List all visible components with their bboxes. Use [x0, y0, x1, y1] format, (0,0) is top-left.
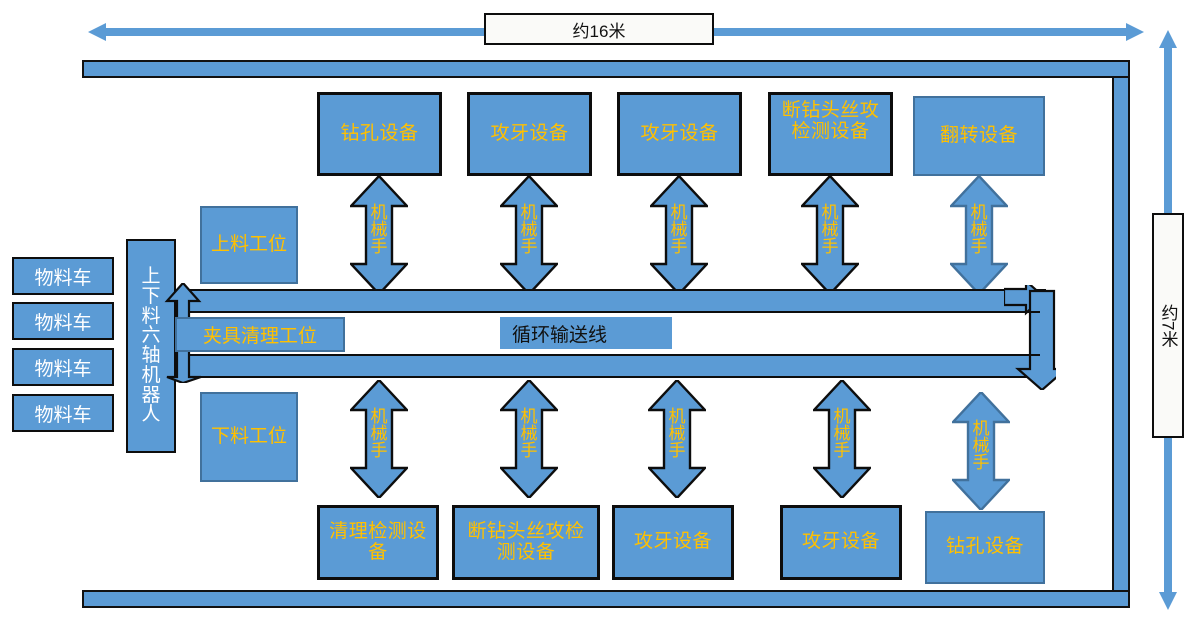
equipment-box-top-4[interactable]: 断钻头丝攻检测设备 — [768, 92, 893, 176]
equipment-label: 断钻头丝攻检测设备 — [467, 520, 585, 563]
load-station[interactable]: 上料工位 — [200, 206, 298, 284]
unload-station[interactable]: 下料工位 — [200, 392, 298, 482]
manipulator-arrow-bottom-2: 机械手 — [500, 380, 558, 498]
equipment-box-bottom-4[interactable]: 攻牙设备 — [780, 505, 902, 580]
conveyor-right-turn — [1004, 285, 1056, 390]
equipment-label: 攻牙设备 — [633, 531, 712, 553]
equipment-box-bottom-5[interactable]: 钻孔设备 — [925, 511, 1045, 584]
conveyor-label: 循环输送线 — [512, 324, 608, 346]
equipment-box-top-3[interactable]: 攻牙设备 — [617, 92, 742, 176]
conveyor-lane-upper — [176, 289, 1046, 313]
equipment-box-bottom-3[interactable]: 攻牙设备 — [612, 505, 734, 580]
conveyor-label-chip: 循环输送线 — [500, 317, 672, 349]
manipulator-arrow-top-5: 机械手 — [950, 176, 1008, 294]
equipment-label: 断钻头丝攻检测设备 — [781, 100, 880, 142]
equipment-label: 攻牙设备 — [801, 531, 880, 553]
manipulator-arrow-top-3: 机械手 — [650, 176, 708, 294]
wall-bottom — [82, 590, 1130, 608]
equipment-label: 清理检测设备 — [329, 520, 427, 563]
manipulator-arrow-top-4: 机械手 — [801, 176, 859, 294]
load-station-label: 上料工位 — [210, 234, 287, 256]
loading-robot[interactable]: 上下料六轴机器人 — [126, 239, 176, 453]
manipulator-arrow-bottom-4: 机械手 — [813, 380, 871, 498]
cart-label: 物料车 — [34, 312, 92, 334]
equipment-label: 钻孔设备 — [945, 536, 1024, 558]
cart-label: 物料车 — [34, 404, 92, 426]
material-cart-4[interactable]: 物料车 — [12, 394, 114, 432]
equipment-box-bottom-1[interactable]: 清理检测设备 — [317, 505, 439, 580]
equipment-label: 钻孔设备 — [340, 122, 419, 144]
conveyor-lane-lower — [176, 354, 1046, 378]
manipulator-arrow-bottom-3: 机械手 — [648, 380, 706, 498]
height-dimension-label: 约7米 — [1152, 213, 1184, 438]
equipment-box-bottom-2[interactable]: 断钻头丝攻检测设备 — [452, 505, 600, 580]
wall-top — [82, 60, 1130, 78]
manipulator-arrow-bottom-1: 机械手 — [350, 380, 408, 498]
fixture-clean-station[interactable]: 夹具清理工位 — [175, 317, 345, 352]
width-dimension-label: 约16米 — [484, 13, 714, 45]
manipulator-arrow-bottom-5: 机械手 — [952, 392, 1010, 510]
wall-right — [1112, 76, 1130, 592]
robot-label: 上下料六轴机器人 — [141, 266, 161, 426]
cart-label: 物料车 — [34, 358, 92, 380]
equipment-label: 攻牙设备 — [640, 122, 719, 144]
unload-station-label: 下料工位 — [210, 426, 287, 448]
material-cart-3[interactable]: 物料车 — [12, 348, 114, 386]
equipment-box-top-5[interactable]: 翻转设备 — [913, 96, 1045, 176]
equipment-label: 攻牙设备 — [490, 122, 569, 144]
material-cart-1[interactable]: 物料车 — [12, 257, 114, 295]
equipment-label: 翻转设备 — [939, 124, 1018, 146]
cart-label: 物料车 — [34, 267, 92, 289]
manipulator-arrow-top-1: 机械手 — [350, 176, 408, 294]
conveyor-inner-edge-top — [195, 311, 1040, 313]
equipment-box-top-1[interactable]: 钻孔设备 — [317, 92, 442, 176]
manipulator-arrow-top-2: 机械手 — [500, 176, 558, 294]
conveyor-inner-edge-bottom — [195, 354, 1040, 356]
equipment-box-top-2[interactable]: 攻牙设备 — [467, 92, 592, 176]
fixture-clean-label: 夹具清理工位 — [202, 326, 317, 347]
material-cart-2[interactable]: 物料车 — [12, 302, 114, 340]
